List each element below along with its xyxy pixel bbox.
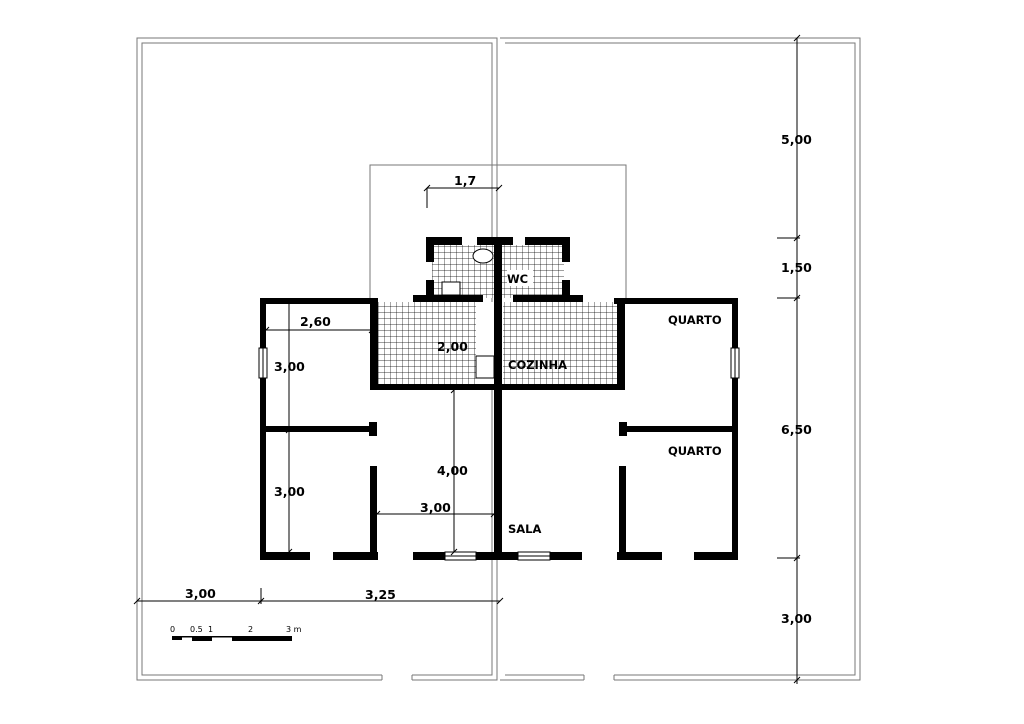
toilet-icon (472, 248, 494, 264)
room-label-quarto-bottom: QUARTO (668, 444, 722, 458)
dimension-lines (133, 34, 801, 684)
dim-living-width: 3,00 (420, 500, 451, 515)
dim-living-depth: 4,00 (437, 463, 468, 478)
dim-house-half-width: 3,25 (365, 587, 396, 602)
fixtures (441, 248, 533, 386)
rear-area-outline (369, 164, 627, 298)
dim-front-left: 3,00 (185, 586, 216, 601)
dim-rear-setback: 5,00 (781, 132, 812, 147)
room-label-quarto-top: QUARTO (668, 313, 722, 327)
scale-bar: 0 0.5 1 2 3 m (170, 625, 302, 641)
room-label-sala: SALA (508, 522, 542, 536)
dim-wc-depth: 1,50 (781, 260, 812, 275)
dim-left-bottom-depth: 3,00 (274, 484, 305, 499)
scale-tick-2: 2 (248, 625, 253, 634)
dim-house-depth: 6,50 (781, 422, 812, 437)
stove-icon (475, 355, 495, 379)
dim-left-room-width: 2,60 (300, 314, 331, 329)
dim-front-setback: 3,00 (781, 611, 812, 626)
dim-left-top-depth: 3,00 (274, 359, 305, 374)
lot-boundary (136, 37, 861, 684)
scale-tick-3m: 3 m (286, 625, 302, 634)
scale-tick-0: 0 (170, 625, 175, 634)
dim-kitchen-width: 2,00 (437, 339, 468, 354)
walls (258, 237, 740, 561)
dim-wc-width: 1,7 (454, 173, 476, 188)
room-label-cozinha: COZINHA (508, 358, 567, 372)
sink-icon (441, 281, 461, 296)
scale-tick-1: 1 (208, 625, 213, 634)
scale-tick-05: 0.5 (190, 625, 203, 634)
room-label-wc: WC (507, 272, 528, 286)
